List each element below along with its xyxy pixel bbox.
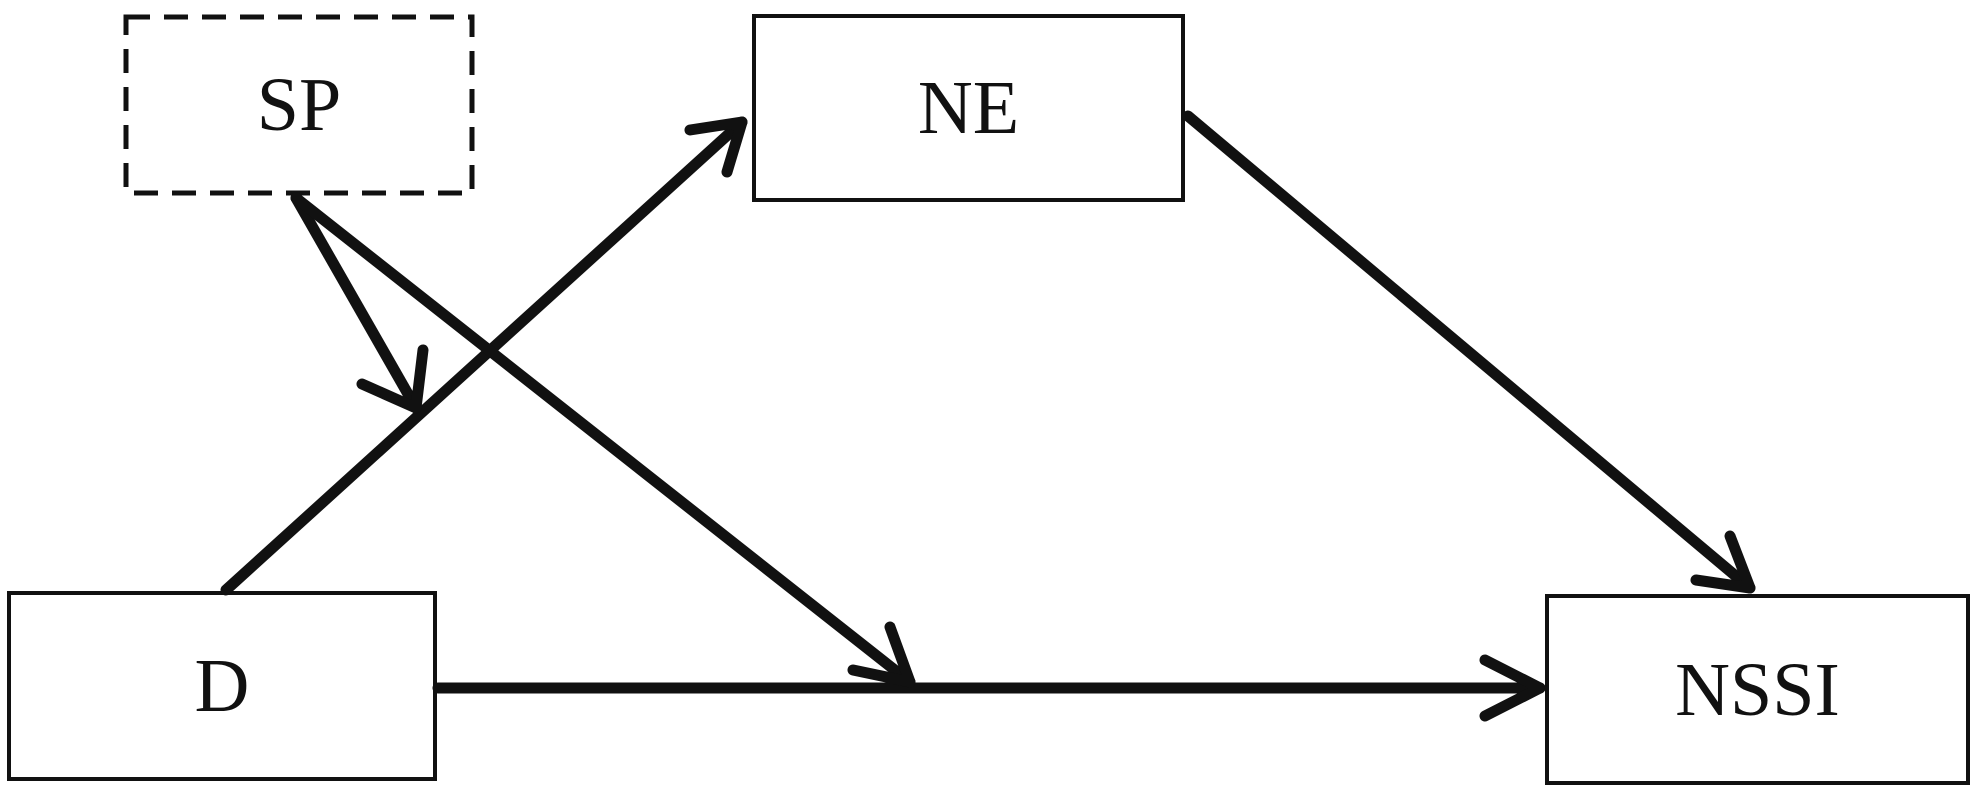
node-ne: NE [752,14,1185,202]
arrow-d-to-nssi [432,654,1546,722]
node-nssi-label: NSSI [1675,647,1840,732]
node-sp-label: SP [256,63,342,147]
arrow-ne-to-nssi [1182,110,1756,594]
node-d-label: D [194,644,250,728]
arrow-sp-to-d-nssi-path [290,192,916,688]
node-sp: SP [123,14,475,196]
arrow-sp-to-d-ne-path [290,192,429,414]
node-nssi: NSSI [1545,594,1970,785]
node-ne-label: NE [917,66,1020,150]
dashed-border [123,14,475,196]
arrow-d-to-ne [220,116,748,596]
